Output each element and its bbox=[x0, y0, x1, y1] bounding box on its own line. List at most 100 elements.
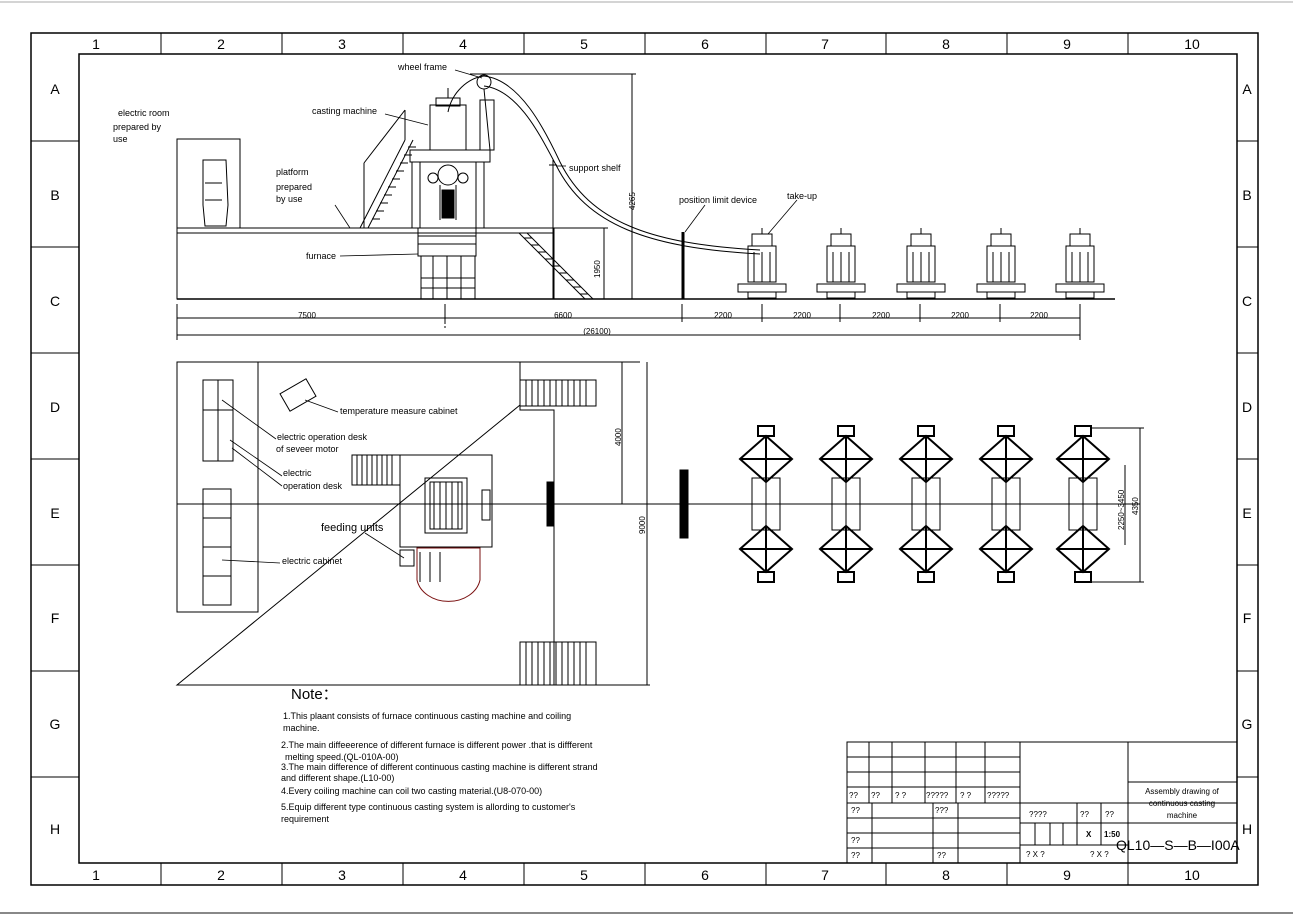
plan-labels: temperature measure cabinet electric ope… bbox=[276, 406, 458, 566]
title-block-cell: ?? bbox=[871, 791, 880, 800]
zone-col-label: 6 bbox=[701, 867, 709, 883]
note-line: melting speed.(QL-010A-00) bbox=[285, 752, 399, 762]
dim-total: (26100) bbox=[583, 327, 611, 336]
temperature-cabinet-label: temperature measure cabinet bbox=[340, 406, 458, 416]
zone-col-label: 2 bbox=[217, 36, 225, 52]
zone-row-label: C bbox=[1242, 293, 1252, 309]
dim-2200: 2200 bbox=[1030, 311, 1048, 320]
platform-label: by use bbox=[276, 194, 303, 204]
note-line: 4.Every coiling machine can coil two cas… bbox=[281, 786, 542, 796]
dim-6600: 6600 bbox=[554, 311, 572, 320]
zone-col-label: 6 bbox=[701, 36, 709, 52]
plan-leaders bbox=[221, 399, 405, 564]
electric-room-label: prepared by bbox=[113, 122, 162, 132]
dim-2200: 2200 bbox=[714, 311, 732, 320]
drawing-title: machine bbox=[1167, 811, 1198, 820]
take-up-label: take-up bbox=[787, 191, 817, 201]
zone-row-label: A bbox=[1242, 81, 1252, 97]
zone-col-label: 10 bbox=[1184, 36, 1200, 52]
note-line: machine. bbox=[283, 723, 320, 733]
take-up-units-plan bbox=[738, 425, 1111, 583]
dim-4265: 4265 bbox=[628, 192, 637, 210]
zone-row-label: H bbox=[50, 821, 60, 837]
strand-line bbox=[483, 75, 761, 251]
take-up-plan-unit bbox=[738, 425, 794, 583]
zone-row-label: D bbox=[1242, 399, 1252, 415]
dim-4350: 4350 bbox=[1131, 497, 1140, 515]
zone-row-label: F bbox=[1243, 610, 1252, 626]
position-limit-label: position limit device bbox=[679, 195, 757, 205]
feeding-units-label: feeding units bbox=[321, 522, 384, 534]
scale-marker: X bbox=[1086, 830, 1092, 839]
take-up-plan-unit bbox=[1055, 425, 1111, 583]
electric-room-plan bbox=[176, 361, 259, 613]
zone-col-label: 3 bbox=[338, 867, 346, 883]
platform-stair-plan bbox=[351, 454, 401, 486]
zone-col-label: 9 bbox=[1063, 867, 1071, 883]
zone-col-label: 8 bbox=[942, 36, 950, 52]
electric-room-cabinet bbox=[202, 159, 229, 227]
take-up-plan-unit bbox=[978, 425, 1034, 583]
elevation-view bbox=[176, 73, 1115, 340]
electric-room-label: use bbox=[113, 134, 128, 144]
dim-1950: 1950 bbox=[593, 260, 602, 278]
plan-stair-top bbox=[519, 379, 597, 407]
position-limit-plan bbox=[679, 469, 689, 539]
title-block-cell: ?? bbox=[851, 806, 860, 815]
title-block-cell: ?? bbox=[851, 851, 860, 860]
electric-cabinet-label: electric cabinet bbox=[282, 556, 343, 566]
zone-columns-bottom: 1 2 3 4 5 6 7 8 9 10 bbox=[92, 867, 1200, 883]
zone-row-label: E bbox=[1242, 505, 1251, 521]
take-up-unit bbox=[976, 228, 1026, 299]
platform-label: platform bbox=[276, 167, 309, 177]
elevation-dimensions: 4265 1950 7500 6600 2200 2200 2200 2200 … bbox=[298, 192, 1048, 336]
zone-col-label: 10 bbox=[1184, 867, 1200, 883]
plan-dimensions: 4000 9000 2250~3450 4350 bbox=[614, 428, 1140, 534]
take-up-unit bbox=[896, 228, 946, 299]
zone-col-label: 8 bbox=[942, 867, 950, 883]
dim-9000: 9000 bbox=[638, 516, 647, 534]
zone-row-label: G bbox=[50, 716, 61, 732]
zone-col-label: 5 bbox=[580, 867, 588, 883]
zone-row-label: H bbox=[1242, 821, 1252, 837]
take-up-unit bbox=[1055, 228, 1105, 299]
casting-machine-label: casting machine bbox=[312, 106, 377, 116]
title-block-cell: ? ? bbox=[895, 791, 907, 800]
zone-rows-left: A B C D E F G H bbox=[50, 81, 61, 837]
dim-2200: 2200 bbox=[793, 311, 811, 320]
zone-row-label: B bbox=[50, 187, 59, 203]
casting-machine bbox=[409, 88, 495, 228]
title-block-cell: ??? bbox=[935, 806, 949, 815]
take-up-units-elevation bbox=[737, 228, 1105, 299]
title-block-cell: ????? bbox=[926, 791, 949, 800]
zone-col-label: 2 bbox=[217, 867, 225, 883]
take-up-plan-unit bbox=[818, 425, 874, 583]
title-block-cell: ? X ? bbox=[1026, 850, 1045, 859]
zone-row-label: G bbox=[1242, 716, 1253, 732]
zone-columns-top: 1 2 3 4 5 6 7 8 9 10 bbox=[92, 36, 1200, 52]
support-shelf-plan bbox=[546, 481, 554, 527]
severer-desk-label: electric operation desk bbox=[277, 432, 368, 442]
zone-row-label: F bbox=[51, 610, 60, 626]
zone-row-label: B bbox=[1242, 187, 1251, 203]
zone-col-label: 4 bbox=[459, 36, 467, 52]
elevation-labels: wheel frame casting machine electric roo… bbox=[113, 62, 817, 261]
note-line: 5.Equip different type continuous castin… bbox=[281, 802, 576, 812]
title-block-text: ?? ?? ? ? ????? ? ? ????? ?? ??? ???? ??… bbox=[849, 787, 1240, 860]
severer-desk-label: of seveer motor bbox=[276, 444, 339, 454]
dim-4000: 4000 bbox=[614, 428, 623, 446]
take-up-unit bbox=[816, 228, 866, 299]
support-shelf-label: support shelf bbox=[569, 163, 621, 173]
note-line: and different shape.(L10-00) bbox=[281, 773, 394, 783]
platform-label: prepared bbox=[276, 182, 312, 192]
zone-col-label: 1 bbox=[92, 36, 100, 52]
operation-desk-label: operation desk bbox=[283, 481, 343, 491]
zone-col-label: 4 bbox=[459, 867, 467, 883]
zone-col-label: 1 bbox=[92, 867, 100, 883]
notes-title: Note： bbox=[291, 686, 338, 703]
title-block-cell: ????? bbox=[987, 791, 1010, 800]
note-line: requirement bbox=[281, 814, 330, 824]
zone-col-label: 7 bbox=[821, 867, 829, 883]
title-block-cell: ?? bbox=[851, 836, 860, 845]
